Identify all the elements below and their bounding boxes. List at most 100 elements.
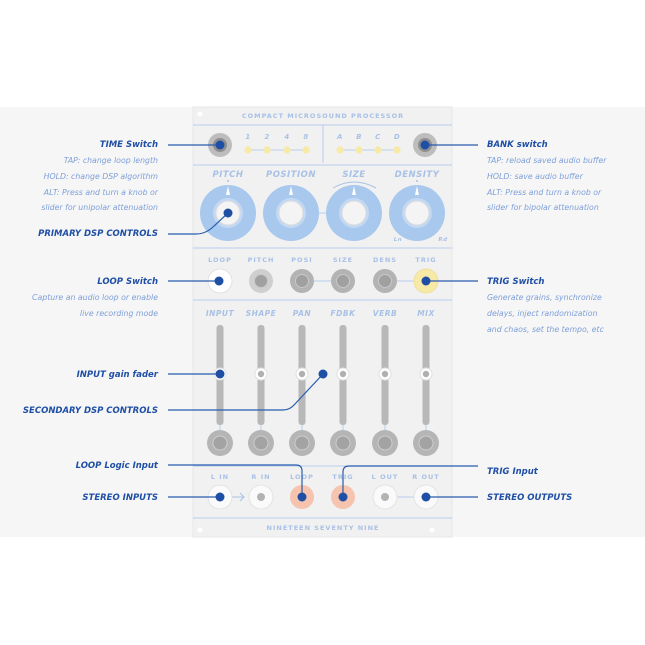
knob-cap	[341, 200, 367, 226]
slider-label: SHAPE	[246, 309, 277, 318]
bank-switch-desc: slider for bipolar attenuation	[487, 203, 599, 212]
bank-led	[336, 146, 344, 154]
callout-dot	[214, 276, 224, 286]
screw-hole	[197, 527, 203, 533]
io-jack-label: L IN	[211, 473, 229, 481]
jack-socket	[253, 435, 269, 451]
callout-line	[168, 464, 303, 497]
jack-socket	[335, 435, 351, 451]
cv-jack-label: LOOP	[208, 256, 232, 264]
time-switch-desc: HOLD: change DSP algorithm	[44, 172, 159, 181]
bank-label: A	[336, 133, 343, 141]
slider-label: VERB	[373, 309, 397, 318]
io-jack-label: R OUT	[412, 473, 440, 481]
panel-title: COMPACT MICROSOUND PROCESSOR	[242, 112, 404, 120]
callout-dot	[338, 492, 348, 502]
trig-switch-desc: delays, inject randomization	[487, 309, 597, 318]
callout-dot	[223, 208, 233, 218]
screw-hole	[197, 111, 203, 117]
bank-switch-callout: BANK switch	[487, 140, 548, 150]
cv-jack-label: DENS	[373, 256, 397, 264]
panel-footer: NINETEEN SEVENTY NINE	[267, 524, 380, 532]
time-label: 4	[284, 133, 289, 141]
knob-pointer-icon	[226, 186, 230, 195]
time-switch-desc: TAP: change loop length	[64, 156, 158, 165]
time-led	[263, 146, 271, 154]
cv-jack-label: TRIG	[415, 256, 436, 264]
secondary-dsp-callout: SECONDARY DSP CONTROLS	[23, 406, 158, 416]
bank-switch-desc: HOLD: save audio buffer	[487, 172, 584, 181]
knob-pointer-icon	[352, 186, 356, 195]
trig-switch-desc: and chaos, set the tempo, etc	[487, 325, 605, 334]
trig-input-callout: TRIG Input	[487, 467, 539, 477]
time-label: 1	[245, 133, 250, 141]
loop-logic-callout: LOOP Logic Input	[76, 461, 159, 471]
time-label: 8	[303, 133, 308, 141]
io-jack-label: L OUT	[372, 473, 399, 481]
time-label: 2	[264, 133, 269, 141]
arrow-right-icon	[232, 492, 245, 502]
callout-dot	[318, 369, 328, 379]
jack-socket	[212, 435, 228, 451]
jack-socket	[294, 435, 310, 451]
slider-label: INPUT	[206, 309, 235, 318]
jack-socket	[254, 274, 268, 288]
callout-line	[168, 212, 229, 235]
callout-dot	[215, 369, 225, 379]
callout-dot	[420, 140, 430, 150]
primary-dsp-callout: PRIMARY DSP CONTROLS	[38, 229, 158, 239]
stereo-outputs-callout: STEREO OUTPUTS	[487, 493, 572, 503]
screw-hole	[429, 527, 435, 533]
density-min-label: Ln	[394, 237, 402, 243]
knob-label: PITCH	[212, 170, 243, 180]
jack-socket	[381, 493, 389, 501]
loop-switch-callout: LOOP Switch	[97, 277, 158, 287]
bank-led	[374, 146, 382, 154]
bank-label: C	[375, 133, 381, 141]
slider-label: MIX	[417, 309, 435, 318]
knob-cap	[278, 200, 304, 226]
time-switch-callout: TIME Switch	[100, 140, 158, 150]
bank-label: D	[394, 133, 400, 141]
knob-label: POSITION	[266, 170, 316, 180]
time-switch-desc: ALT: Press and turn a knob or	[43, 188, 159, 197]
callout-line	[168, 373, 324, 411]
center-dot	[416, 180, 418, 182]
callout-line	[342, 465, 478, 497]
callout-dot	[421, 276, 431, 286]
cv-jack-label: SIZE	[333, 256, 353, 264]
cv-jack-label: PITCH	[248, 256, 275, 264]
jack-socket	[295, 274, 309, 288]
density-max-label: Rd	[438, 237, 447, 243]
time-led	[244, 146, 252, 154]
io-jack-label: R IN	[251, 473, 270, 481]
trig-switch-desc: Generate grains, synchronize	[487, 293, 602, 302]
time-switch-desc: slider for unipolar attenuation	[41, 203, 158, 212]
knob-label: DENSITY	[395, 170, 440, 180]
stereo-inputs-callout: STEREO INPUTS	[82, 493, 158, 503]
time-led	[302, 146, 310, 154]
callout-dot	[215, 492, 225, 502]
input-fader-callout: INPUT gain fader	[77, 370, 159, 380]
slider-thumb-center	[257, 370, 265, 378]
center-dot	[227, 180, 229, 182]
bank-led	[393, 146, 401, 154]
slider-thumb-center	[381, 370, 389, 378]
jack-socket	[336, 274, 350, 288]
jack-socket	[257, 493, 265, 501]
knob-cap	[404, 200, 430, 226]
slider-label: PAN	[293, 309, 312, 318]
callout-dot	[215, 140, 225, 150]
knob-pointer-icon	[289, 186, 293, 195]
knob-pointer-icon	[415, 186, 419, 195]
callout-dot	[421, 492, 431, 502]
cv-jack-label: POSI	[291, 256, 312, 264]
callout-dot	[297, 492, 307, 502]
jack-socket	[377, 435, 393, 451]
slider-thumb-center	[339, 370, 347, 378]
jack-socket	[418, 435, 434, 451]
bank-led	[355, 146, 363, 154]
loop-switch-desc: Capture an audio loop or enable	[32, 293, 158, 302]
bank-label: B	[356, 133, 362, 141]
